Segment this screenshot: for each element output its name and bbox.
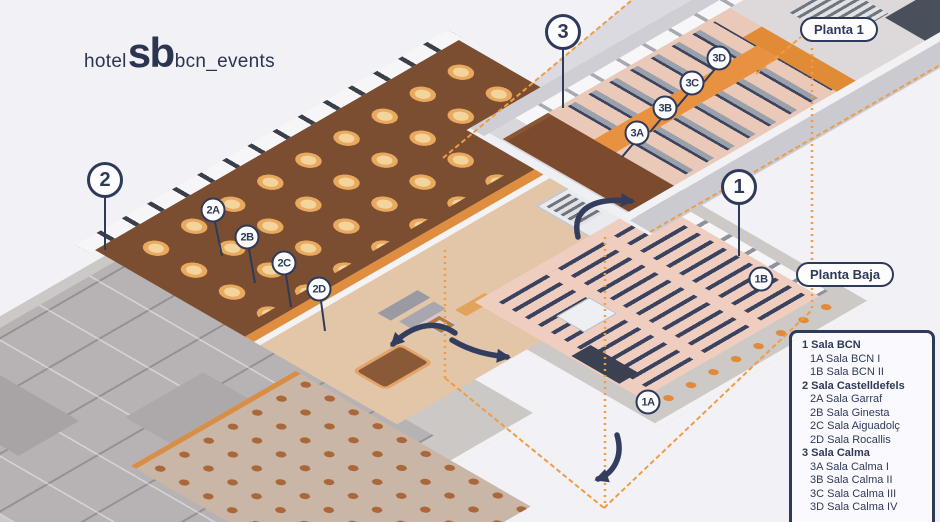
legend-row: 1B Sala BCN II — [810, 366, 884, 378]
floor-marker-3a: 3A — [624, 120, 650, 146]
legend-row: 2D Sala Rocallis — [810, 433, 891, 446]
legend-row: 2 Sala Castelldefels — [802, 379, 905, 392]
floor-marker-2c: 2C — [271, 250, 297, 276]
floor-marker-3: 3 — [545, 14, 581, 50]
legend-row: 1A Sala BCN I — [810, 352, 881, 365]
floor-marker-1b: 1B — [748, 266, 774, 292]
floor-marker-3b: 3B — [652, 95, 678, 121]
legend-row: 2C Sala Aiguadolç — [810, 420, 900, 432]
floor-marker-2b: 2B — [234, 224, 260, 250]
floor-marker-2a: 2A — [200, 197, 226, 223]
legend-row: 3C Sala Calma III — [810, 487, 897, 500]
logo-brand: sb — [127, 29, 176, 76]
floor-marker-1a: 1A — [635, 389, 661, 415]
logo-suffix: bcn_events — [174, 51, 275, 72]
floor-marker-2d: 2D — [306, 276, 332, 302]
legend-row: 3A Sala Calma I — [810, 460, 889, 473]
legend-row: 3D Sala Calma IV — [810, 501, 898, 513]
legend-row: 3B Sala Calma II — [810, 474, 893, 486]
logo-prefix: hotel — [84, 51, 127, 72]
legend-row: 1 Sala BCN — [802, 339, 861, 351]
floor-marker-3c: 3C — [679, 70, 705, 96]
floor-marker-3d: 3D — [706, 45, 732, 71]
planta-1-label: Planta 1 — [800, 17, 878, 42]
hotel-sb-logo: hotel sb bcn_events — [84, 29, 275, 76]
floor-marker-2: 2 — [87, 162, 123, 198]
legend-row: 2B Sala Ginesta — [810, 406, 890, 419]
planta-baja-label: Planta Baja — [796, 262, 895, 287]
legend-row: 2A Sala Garraf — [810, 393, 883, 405]
floor-marker-1: 1 — [721, 169, 757, 205]
legend-row: 3 Sala Calma — [802, 447, 870, 459]
